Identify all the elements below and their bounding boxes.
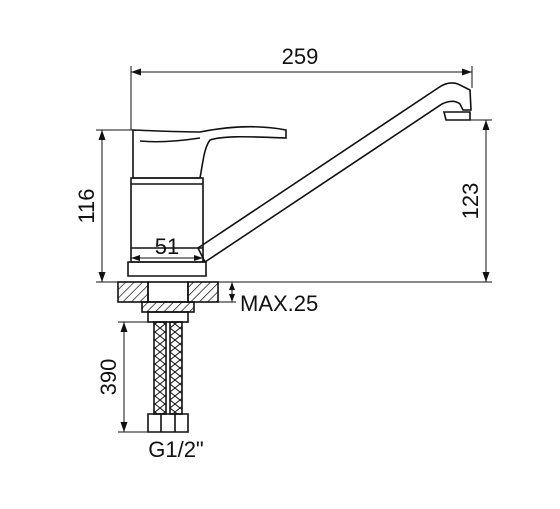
countertop-left xyxy=(117,281,149,303)
faucet-outline xyxy=(117,82,472,433)
spout xyxy=(196,82,472,264)
arrow-spout-top xyxy=(482,120,490,130)
hose-left xyxy=(153,321,167,415)
lever-seam xyxy=(139,137,201,143)
label-spout-height: 123 xyxy=(458,183,483,220)
dimension-lines xyxy=(96,66,492,433)
arrow-base-left xyxy=(131,255,140,261)
arrow-base-right xyxy=(194,255,203,261)
mounting-washer xyxy=(147,311,189,323)
arrow-counter-top xyxy=(229,282,235,290)
hose-right xyxy=(169,321,183,415)
arrow-hose-top xyxy=(120,322,128,332)
hose-fitting xyxy=(147,413,189,433)
arrow-width-left xyxy=(131,68,141,76)
label-base-diameter: 51 xyxy=(155,234,179,259)
label-max-thickness: MAX.25 xyxy=(240,291,318,316)
arrow-spout-bottom xyxy=(482,272,490,282)
mounting-stud xyxy=(147,281,189,303)
label-thread: G1/2" xyxy=(148,437,204,462)
arrow-width-right xyxy=(462,68,472,76)
base-ring xyxy=(127,261,207,277)
label-hose-length: 390 xyxy=(96,359,121,396)
dimension-arrows xyxy=(98,68,490,432)
lever-handle xyxy=(132,126,287,179)
countertop-right xyxy=(187,281,219,303)
arrow-height-bottom xyxy=(98,272,106,282)
arrow-hose-bottom xyxy=(120,422,128,432)
mounting-nut xyxy=(141,301,195,313)
aerator-tip xyxy=(442,111,471,121)
label-width-total: 259 xyxy=(282,44,319,69)
arrow-counter-bottom xyxy=(229,294,235,302)
arrow-height-top xyxy=(98,130,106,140)
label-height-total: 116 xyxy=(74,188,99,223)
